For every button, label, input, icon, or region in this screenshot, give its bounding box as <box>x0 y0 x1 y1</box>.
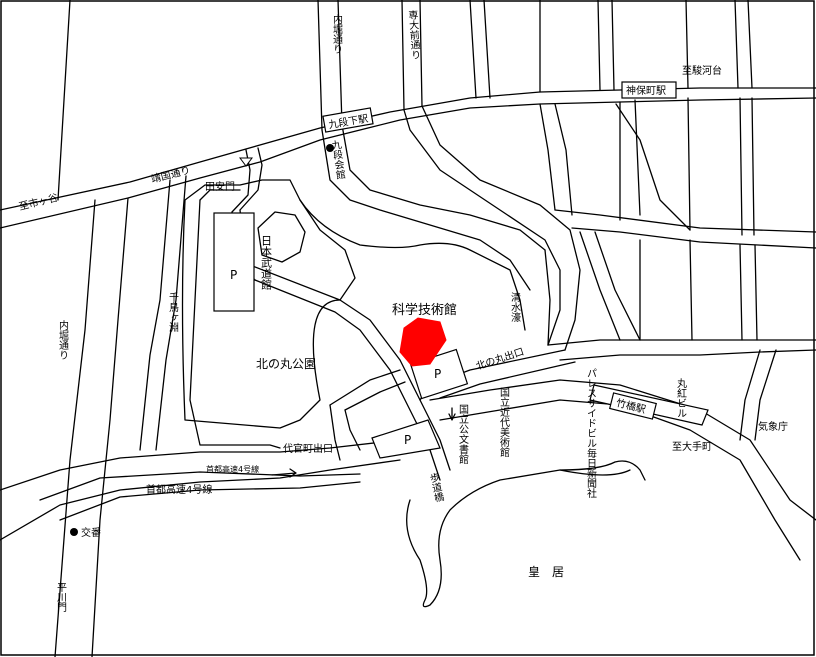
parking-label-museum: P <box>434 367 441 381</box>
label-marubeni: 丸紅ビル <box>675 377 687 418</box>
expressway-arrow <box>271 468 297 478</box>
parking-lot-west <box>213 212 255 312</box>
parking-label-west: P <box>230 268 237 282</box>
station-kudanshita-box <box>322 107 374 133</box>
station-kudanshita[interactable]: 九段下駅 <box>322 107 374 133</box>
label-museum: 国立近代美術館 <box>498 387 510 458</box>
station-jimbocho-label: 神保町駅 <box>626 84 666 97</box>
label-expressway-arrow: 首都高速4号線 <box>206 464 259 474</box>
label-uchibori-top: 内堀通り <box>331 13 343 54</box>
science-museum-marker[interactable] <box>399 317 447 367</box>
label-kokyo: 皇 居 <box>528 565 564 579</box>
label-hirakawamon: 平川門 <box>55 582 67 613</box>
label-uchibori-left: 内堀通り <box>57 319 69 360</box>
label-archives: 国立公文書館 <box>457 404 469 465</box>
exit-arrow <box>448 407 456 421</box>
label-daikancho-exit: 代官町出口 <box>283 442 333 455</box>
label-palace-side: パレスサイドビル毎日新聞社 <box>585 368 597 499</box>
label-senkawa: 専大前通り <box>405 9 420 60</box>
label-koban: 交番 <box>81 526 101 539</box>
label-tayasumon: 田安門 <box>205 180 235 193</box>
kudan-kaikan-dot <box>326 144 334 152</box>
science-museum[interactable]: 科学技術館 <box>392 302 457 367</box>
parking-label-south: P <box>404 433 411 447</box>
budokan-building: 日本武道館 <box>257 211 306 291</box>
station-jimbocho[interactable]: 神保町駅 <box>621 81 677 99</box>
label-kudan-kaikan: 九段会館 <box>329 139 347 181</box>
label-kishocho: 気象庁 <box>758 420 788 433</box>
park-area <box>181 179 646 608</box>
label-hodokyo: 歩道橋 <box>426 470 444 504</box>
label-park: 北の丸公園 <box>256 357 316 371</box>
label-expressway: 首都高速4号線 <box>146 483 212 496</box>
koban-dot <box>70 528 78 536</box>
station-jimbocho-box <box>621 81 677 99</box>
triangle-marker <box>239 157 253 167</box>
station-takebashi-box <box>608 392 658 420</box>
station-takebashi[interactable]: 竹橋駅 <box>608 392 658 420</box>
label-ichigaya: 至市ヶ谷 <box>17 191 59 213</box>
label-otemachi: 至大手町 <box>672 440 712 453</box>
label-surugadai: 至駿河台 <box>682 64 722 77</box>
budokan-label: 日本武道館 <box>260 235 273 291</box>
science-museum-label: 科学技術館 <box>392 302 457 318</box>
label-chidorigafuchi: 千鳥ヶ淵 <box>167 292 179 333</box>
parking-lot-south <box>371 419 441 459</box>
label-kitanomaru-exit: 北の丸出口 <box>474 345 526 373</box>
label-shimizubori: 清水濠 <box>509 291 521 322</box>
